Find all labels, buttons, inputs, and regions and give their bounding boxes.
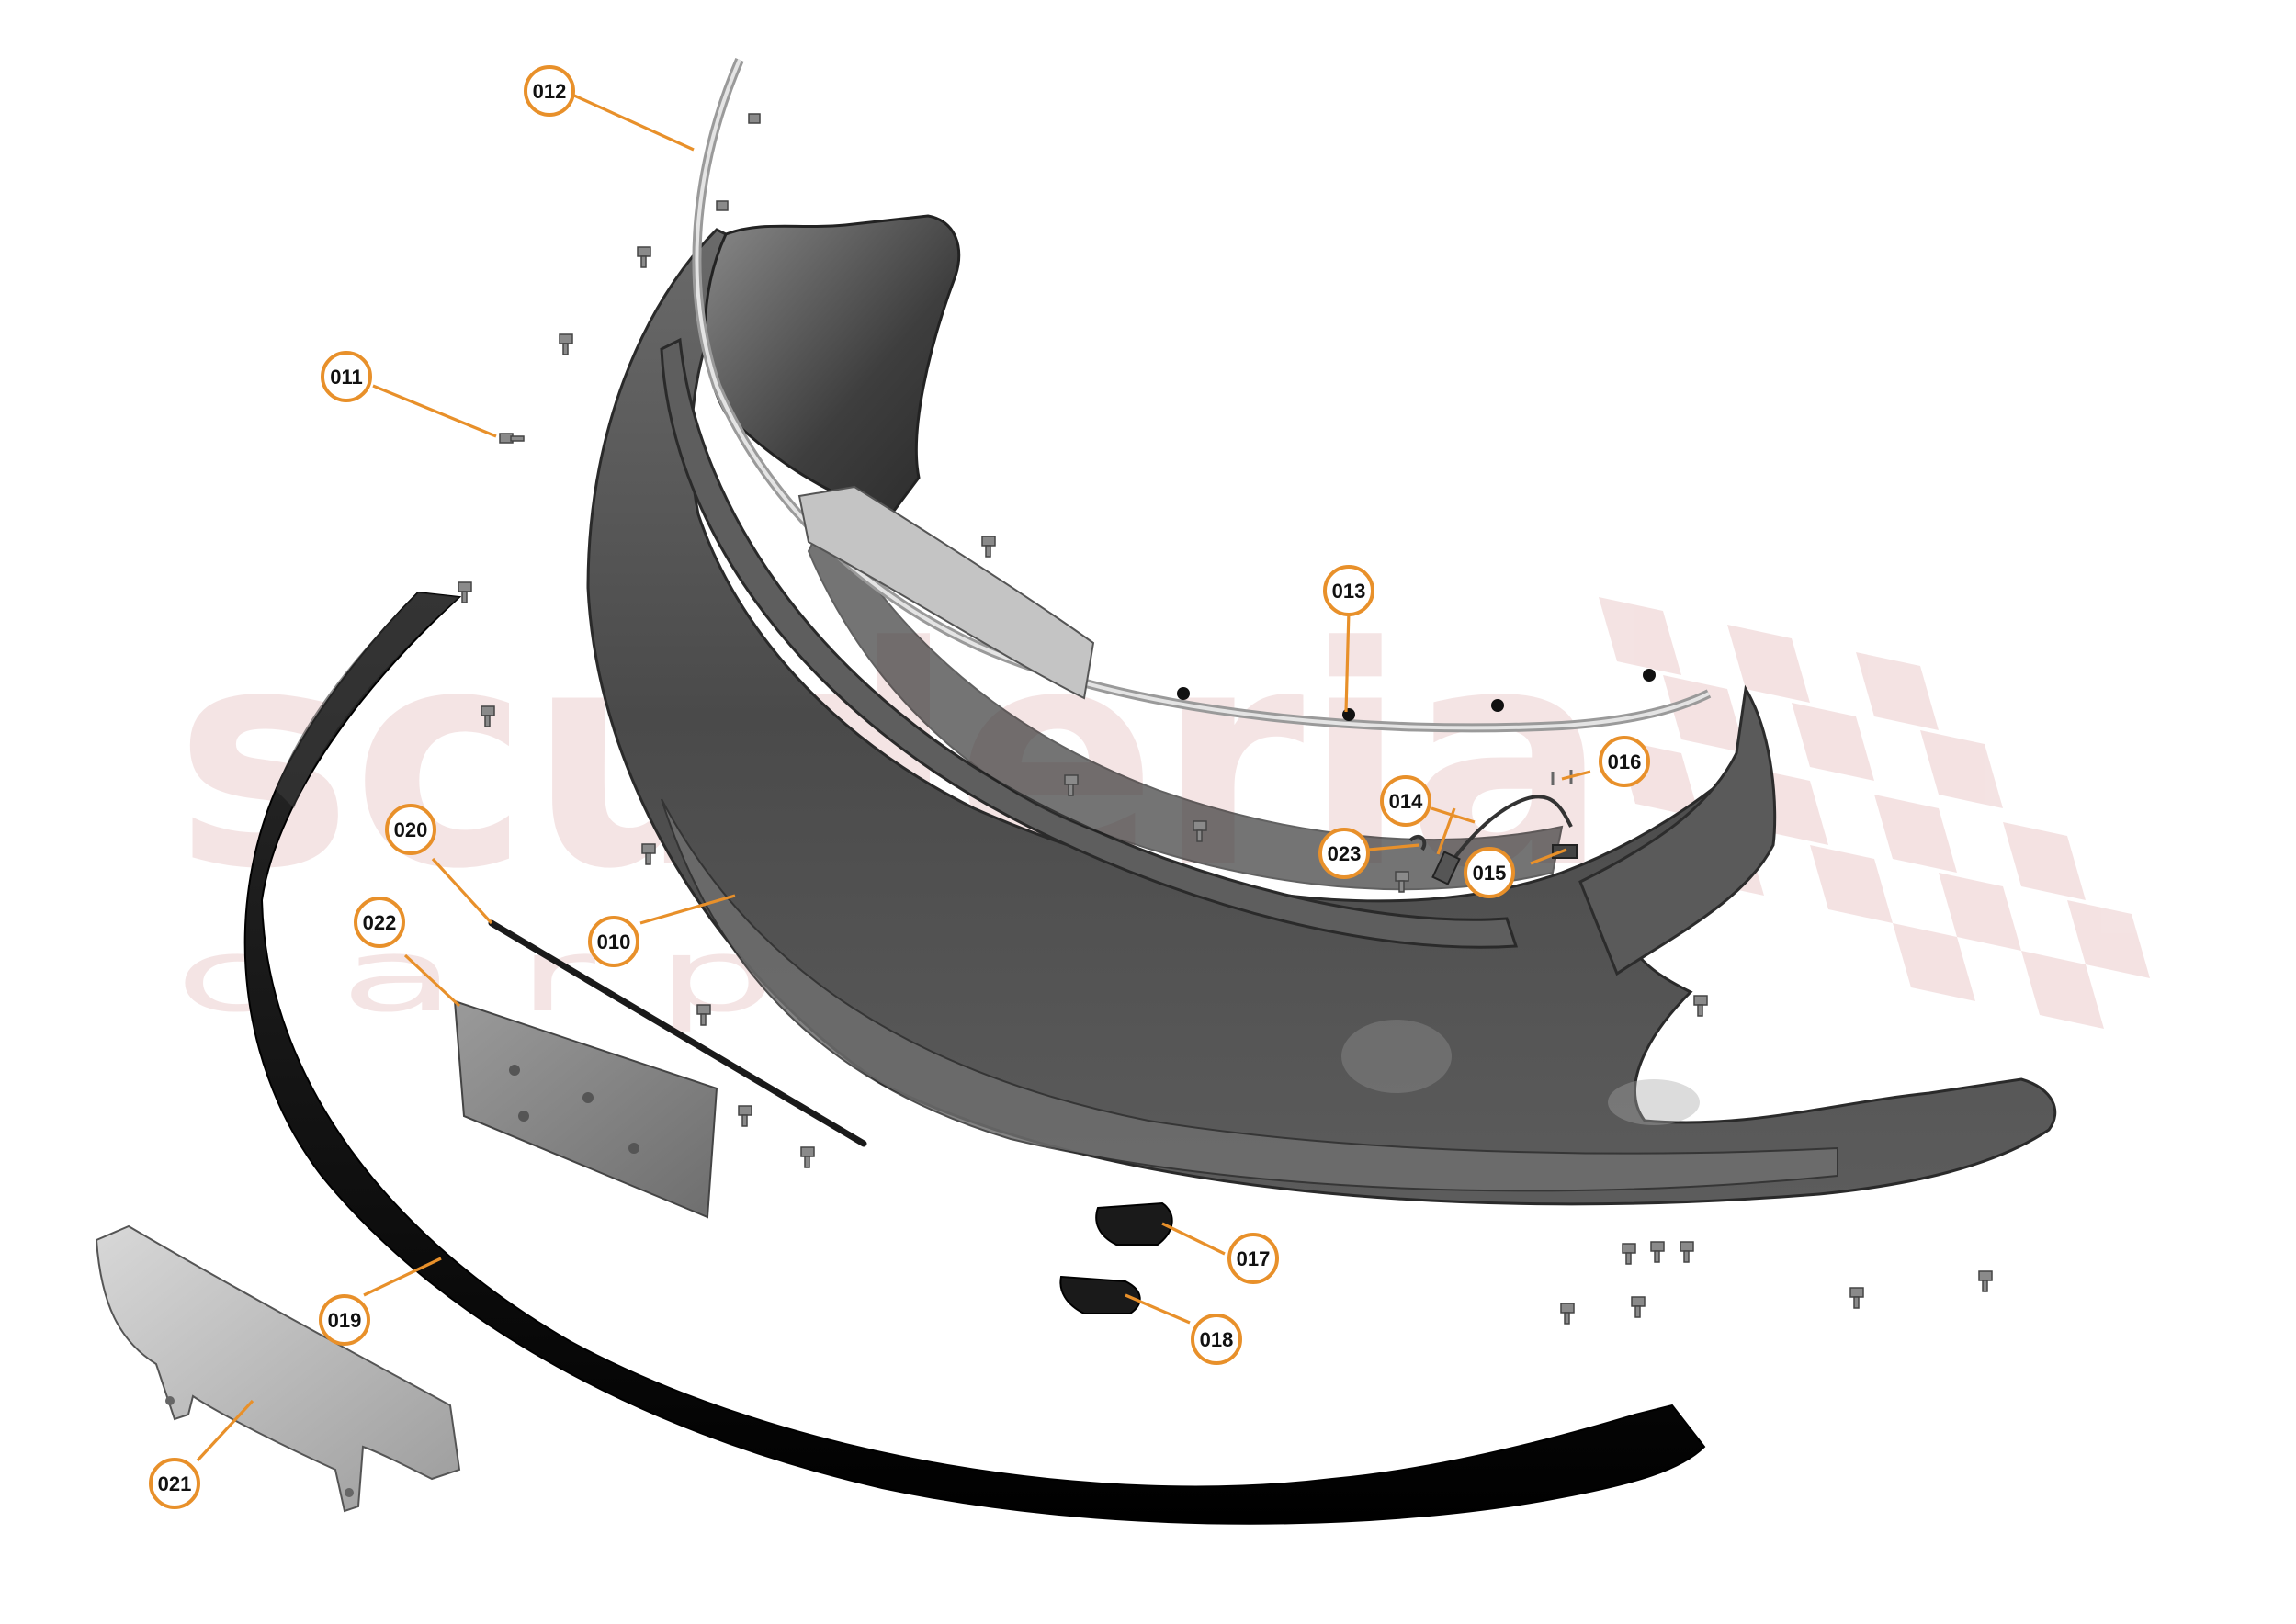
callout-label: 014 — [1389, 790, 1423, 813]
push-clip — [1342, 708, 1355, 721]
end-cap-upper — [1095, 1201, 1173, 1246]
callout-013[interactable]: 013 — [1323, 565, 1374, 616]
callout-label: 017 — [1237, 1247, 1271, 1270]
callout-label: 010 — [597, 930, 631, 953]
callout-label: 011 — [330, 366, 363, 389]
front-bumper-cover — [586, 214, 2057, 1206]
bolt — [800, 1146, 815, 1168]
callout-017[interactable]: 017 — [1227, 1233, 1279, 1284]
callout-label: 018 — [1200, 1328, 1234, 1351]
callout-label: 012 — [533, 80, 567, 103]
bolt — [1693, 995, 1708, 1017]
callout-021[interactable]: 021 — [149, 1458, 200, 1509]
bolt — [1560, 1303, 1575, 1325]
bolt — [1978, 1270, 1993, 1292]
push-clip — [1643, 669, 1656, 682]
bolt — [641, 843, 656, 865]
callout-019[interactable]: 019 — [319, 1294, 370, 1346]
plate-bracket — [95, 1224, 461, 1513]
bolt — [481, 705, 495, 727]
callout-015[interactable]: 015 — [1464, 847, 1515, 898]
bolt — [738, 1105, 752, 1127]
sensor-harness — [1431, 795, 1573, 885]
bolt — [1849, 1287, 1864, 1309]
bolt — [1622, 1243, 1636, 1265]
callout-014[interactable]: 014 — [1380, 775, 1431, 827]
bolt — [1395, 871, 1409, 893]
bolt — [458, 581, 472, 603]
licence-plate-mount — [453, 999, 718, 1219]
callout-label: 015 — [1473, 862, 1507, 885]
callout-label: 023 — [1328, 842, 1362, 865]
bolt — [1680, 1241, 1694, 1263]
callout-label: 016 — [1608, 750, 1642, 773]
push-clip — [1177, 687, 1190, 700]
callout-label: 013 — [1332, 580, 1366, 603]
bolt — [559, 333, 573, 355]
callout-label: 019 — [328, 1309, 362, 1332]
push-clip — [1491, 699, 1504, 712]
trim-bracket — [797, 485, 1095, 700]
callout-022[interactable]: 022 — [354, 897, 405, 948]
bolt — [637, 246, 651, 268]
bolt — [748, 113, 761, 124]
seal-strip — [488, 919, 867, 1147]
end-cap-lower — [1059, 1275, 1141, 1314]
bolt — [1631, 1296, 1646, 1318]
bolt — [499, 433, 525, 444]
callout-label: 021 — [158, 1472, 192, 1495]
callout-018[interactable]: 018 — [1191, 1314, 1242, 1365]
bolt — [716, 200, 729, 211]
callout-011[interactable]: 011 — [321, 351, 372, 402]
retaining-clip-small — [1408, 834, 1427, 851]
callout-010[interactable]: 010 — [588, 916, 639, 967]
callout-label: 020 — [394, 818, 428, 841]
upper-trim-strip — [692, 58, 1712, 733]
bolt — [1650, 1241, 1665, 1263]
callout-016[interactable]: 016 — [1599, 736, 1650, 787]
bolt — [696, 1004, 711, 1026]
callout-label: 022 — [363, 911, 397, 934]
front-splitter — [243, 591, 1706, 1525]
leader-lines — [196, 94, 1591, 1462]
bolt — [1064, 774, 1079, 796]
callout-012[interactable]: 012 — [524, 65, 575, 117]
bolt — [981, 536, 996, 558]
callout-023[interactable]: 023 — [1318, 828, 1370, 879]
callout-020[interactable]: 020 — [385, 804, 436, 855]
bolt — [1193, 820, 1207, 842]
